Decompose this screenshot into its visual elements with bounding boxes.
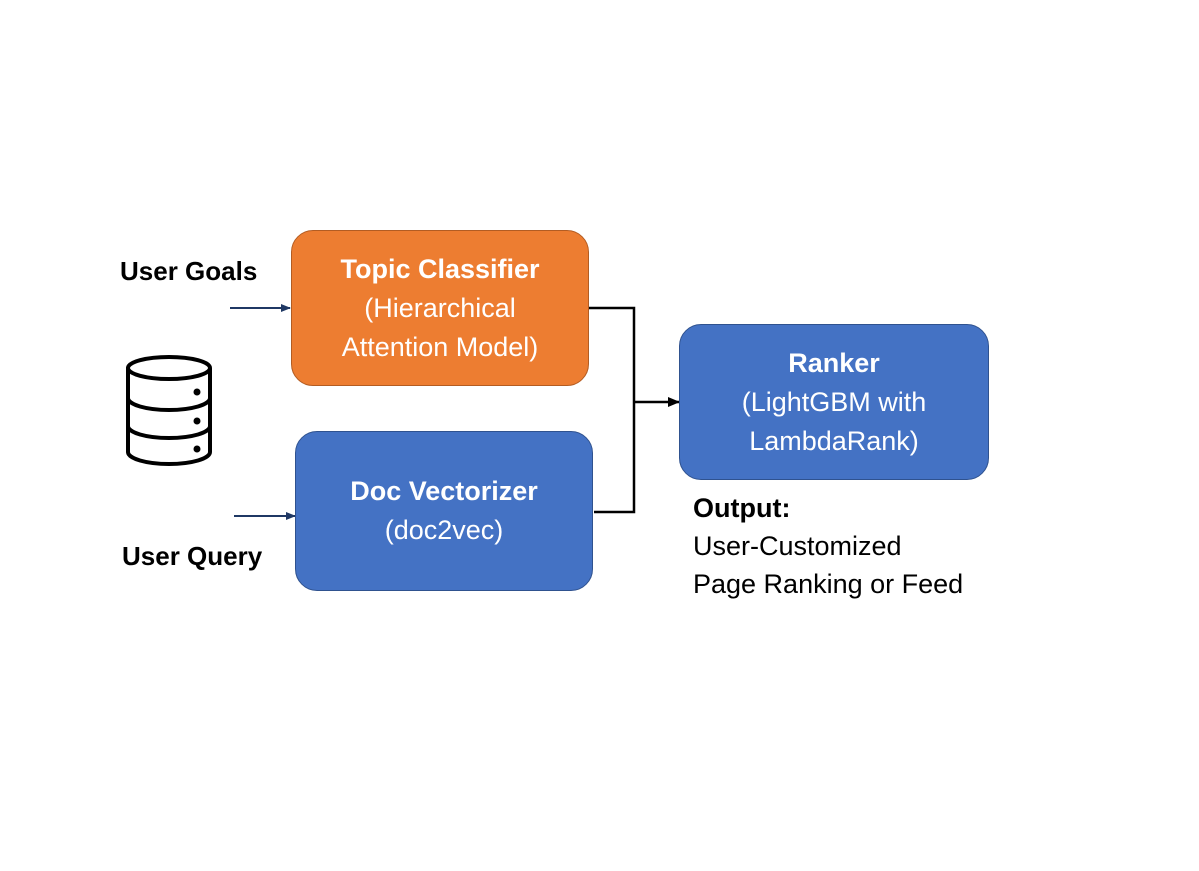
output-line-1: User-Customized [693,531,902,561]
ranker-node: Ranker (LightGBM with LambdaRank) [679,324,989,480]
output-line-2: Page Ranking or Feed [693,569,964,599]
topic-classifier-title: Topic Classifier [340,253,540,284]
topic-classifier-detail-1: (Hierarchical [364,292,516,323]
classifier-to-merge-line [588,306,636,514]
user-query-label: User Query [122,541,263,571]
ranker-detail-1: (LightGBM with [741,386,927,417]
topic-classifier-detail-2: Attention Model) [341,331,539,362]
user-goals-label: User Goals [120,256,258,286]
output-block: Output: User-Customized Page Ranking or … [693,489,963,603]
doc-vectorizer-detail: (doc2vec) [384,515,504,545]
database-icon [126,355,212,466]
doc-vectorizer-node: Doc Vectorizer (doc2vec) [295,431,593,591]
ranker-title: Ranker [788,347,880,378]
output-heading: Output: [693,493,791,523]
topic-classifier-node: Topic Classifier (Hierarchical Attention… [291,230,589,386]
doc-vectorizer-title: Doc Vectorizer [350,476,538,506]
ranker-detail-2: LambdaRank) [749,425,919,456]
